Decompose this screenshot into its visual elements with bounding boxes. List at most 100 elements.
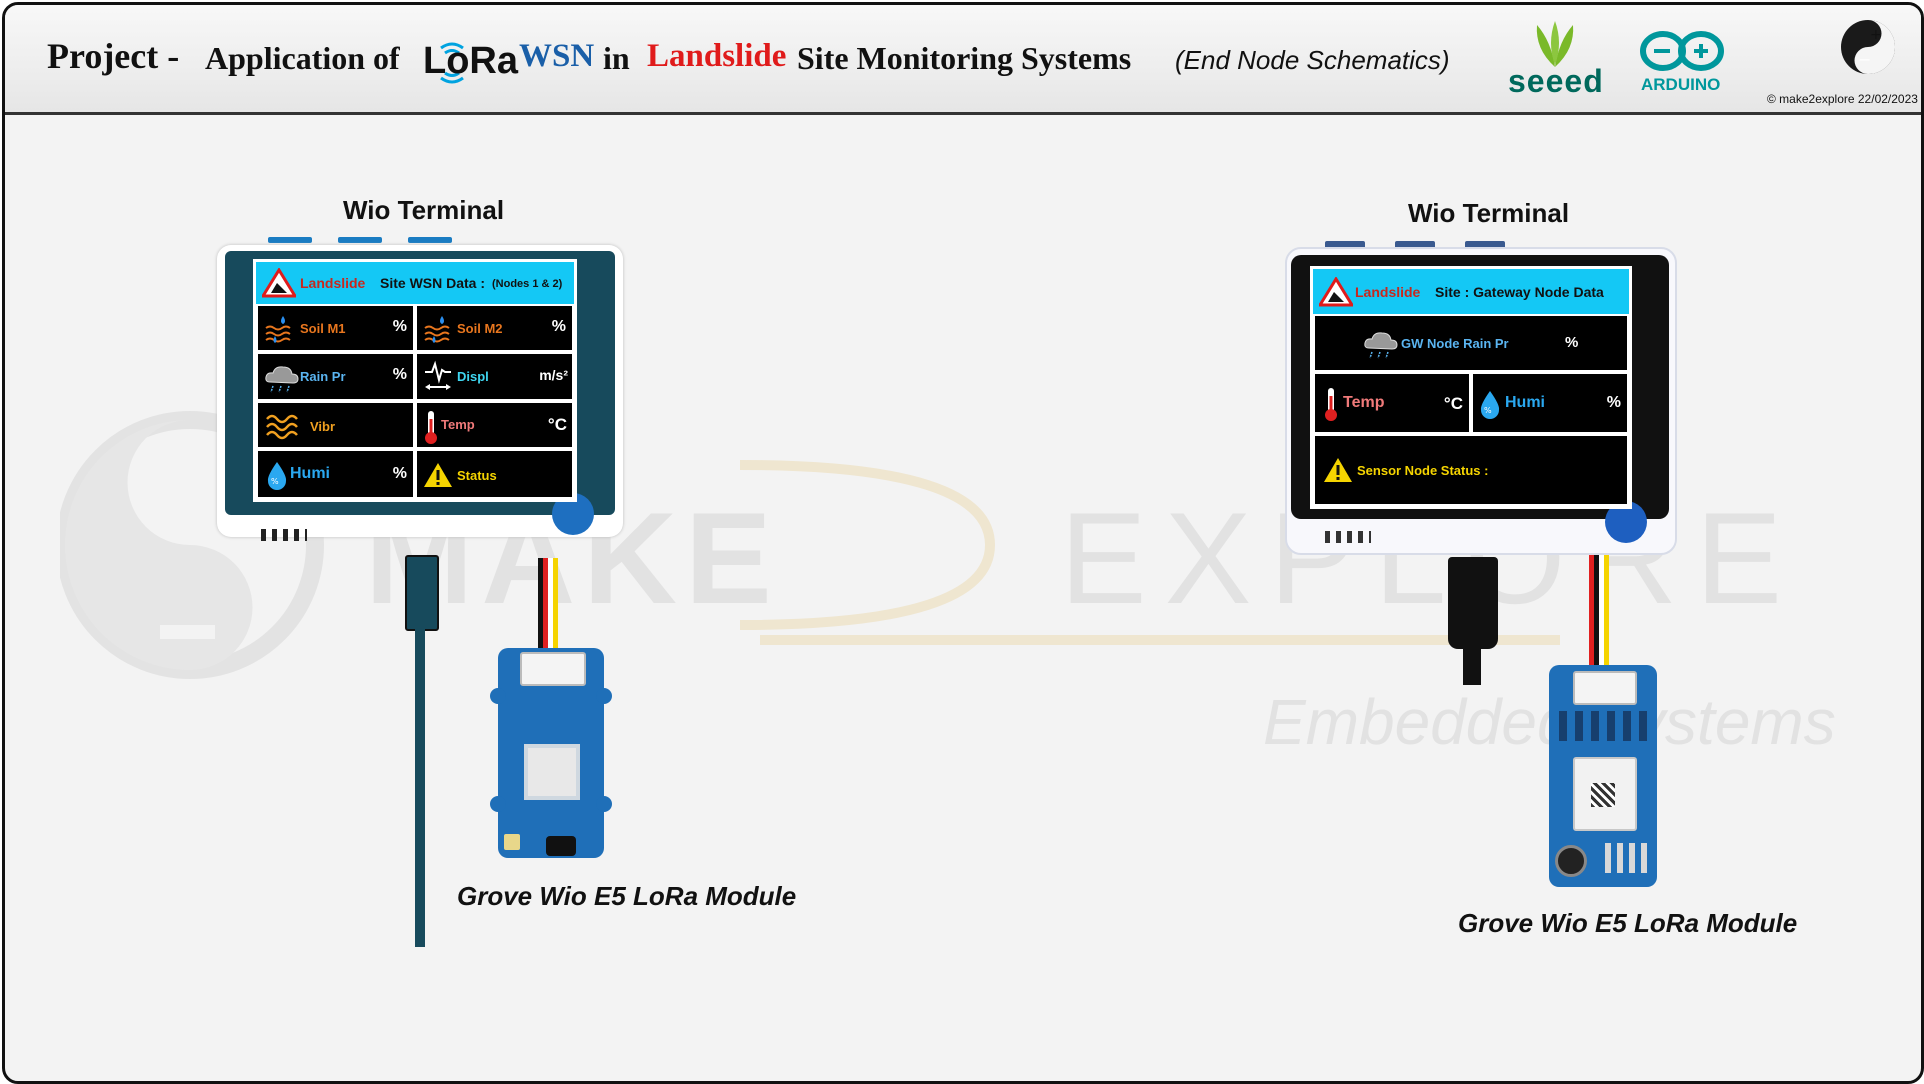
left-label-humi: Humi: [290, 465, 330, 482]
right-unit-temp: °C: [1443, 394, 1463, 413]
left-top-button-2: [338, 237, 382, 243]
left-grove-connector: [520, 652, 586, 686]
vibration-icon: [266, 414, 298, 440]
seeed-leaf-icon: [1536, 21, 1574, 67]
arduino-infinity-icon: [1640, 31, 1724, 71]
make2explore-yinyang-icon: + −: [1841, 20, 1895, 74]
right-label-humi: Humi: [1505, 394, 1545, 411]
humidity-drop-icon: %: [267, 462, 287, 490]
right-top-button-2: [1395, 241, 1435, 249]
right-module-label: Grove Wio E5 LoRa Module: [1458, 908, 1798, 938]
left-grove-antenna: [546, 836, 576, 856]
left-label-soil-m2: Soil M2: [457, 321, 503, 336]
left-unit-temp: °C: [547, 415, 567, 434]
left-grove-mount-hole-3: [490, 796, 506, 812]
right-chip-qr: [1591, 783, 1615, 807]
left-cell-vibr: Vibr: [256, 401, 415, 449]
right-cell-rain-pr: GW Node Rain Pr %: [1313, 314, 1629, 372]
right-vents: [1325, 531, 1371, 543]
right-top-button-3: [1465, 241, 1505, 249]
thermometer-icon: [425, 411, 437, 444]
lora-signal-icon: [440, 42, 464, 84]
right-unit-rain-pr: %: [1565, 334, 1579, 351]
left-label-displ: Displ: [457, 369, 489, 384]
left-module-label: Grove Wio E5 LoRa Module: [457, 881, 797, 911]
left-screen-title-rest: Site WSN Data :: [380, 275, 486, 291]
right-screen-title-rest: Site : Gateway Node Data: [1435, 284, 1604, 300]
soil-moisture-icon: [265, 316, 291, 343]
right-screen-title: Landslide Site : Gateway Node Data: [1313, 269, 1629, 314]
thermometer-icon: [1325, 388, 1337, 421]
left-grove-mount-hole-2: [596, 688, 612, 704]
landslide-warning-icon: [1319, 277, 1353, 307]
right-cell-humi: % Humi %: [1471, 372, 1629, 434]
landslide-warning-icon: [262, 268, 296, 298]
left-cell-temp: Temp °C: [415, 401, 574, 449]
right-unit-humi: %: [1606, 394, 1621, 411]
left-cell-displ: Displ m/s²: [415, 352, 574, 401]
right-grove-pads: [1605, 843, 1649, 873]
left-top-button-3: [408, 237, 452, 243]
title-rest: Site Monitoring Systems: [797, 40, 1132, 76]
left-device-title: Wio Terminal: [343, 195, 505, 225]
title-part1: Application of: [205, 40, 400, 76]
left-grove-cable: [538, 558, 558, 670]
warning-icon: [1324, 458, 1352, 482]
left-label-status: Status: [457, 468, 497, 483]
left-grove-mount-hole-1: [490, 688, 506, 704]
right-top-button-1: [1325, 241, 1365, 249]
seeed-logo: seeed: [1508, 63, 1604, 99]
subtitle: (End Node Schematics): [1175, 45, 1450, 75]
left-cell-soil-m1: Soil M1 %: [256, 304, 415, 352]
header-bar: Project - Application of LoRa WSN in Lan…: [5, 5, 1921, 115]
left-label-temp: Temp: [441, 417, 475, 432]
left-usb-plug: [405, 555, 439, 631]
rain-cloud-icon: [265, 366, 299, 393]
left-grove-pad: [504, 834, 520, 850]
copyright: © make2explore 22/02/2023: [1767, 92, 1918, 106]
left-unit-humi: %: [392, 465, 407, 482]
left-vents: [261, 529, 307, 541]
left-grove-module: [490, 648, 612, 858]
right-cell-temp: Temp °C: [1313, 372, 1471, 434]
svg-text:−: −: [1858, 50, 1871, 69]
right-usb-plug: [1448, 557, 1498, 649]
right-grove-cable: [1589, 555, 1609, 675]
right-device-title: Wio Terminal: [1408, 198, 1570, 228]
left-unit-soil-m2: %: [551, 318, 566, 335]
left-label-rain-pr: Rain Pr: [300, 369, 346, 384]
warning-icon: [424, 463, 452, 487]
left-screen: Landslide Site WSN Data : (Nodes 1 & 2) …: [253, 259, 577, 502]
right-label-rain-pr: GW Node Rain Pr: [1401, 336, 1509, 351]
left-cell-status: Status: [415, 449, 574, 499]
left-label-soil-m1: Soil M1: [300, 321, 346, 336]
left-grove-mount-hole-4: [596, 796, 612, 812]
right-screen: Landslide Site : Gateway Node Data GW No…: [1310, 266, 1632, 509]
right-label-status: Sensor Node Status :: [1357, 463, 1489, 478]
left-unit-soil-m1: %: [392, 318, 407, 335]
svg-text:+: +: [1870, 27, 1882, 43]
right-usb-cable: [1463, 649, 1481, 685]
title-in: in: [603, 40, 630, 76]
right-grove-connector: [1573, 671, 1637, 705]
left-top-button-1: [268, 237, 312, 243]
left-label-vibr: Vibr: [310, 419, 336, 434]
left-cell-soil-m2: Soil M2 %: [415, 304, 574, 352]
watermark-logo: [60, 411, 1560, 679]
left-cell-rain-pr: Rain Pr %: [256, 352, 415, 401]
project-label: Project -: [47, 36, 180, 76]
right-screen-title-red: Landslide: [1355, 284, 1421, 300]
left-unit-displ: m/s²: [539, 367, 568, 383]
right-cell-status: Sensor Node Status :: [1313, 434, 1629, 506]
left-usb-cable: [415, 627, 425, 947]
right-lora-e5-chip: [1573, 757, 1637, 831]
left-screen-title-red: Landslide: [300, 275, 366, 291]
rain-cloud-icon: [1364, 332, 1398, 359]
right-grove-components: [1559, 711, 1647, 741]
right-grove-antenna-connector: [1555, 845, 1587, 877]
humidity-drop-icon: %: [1480, 391, 1500, 419]
left-screen-title: Landslide Site WSN Data : (Nodes 1 & 2): [256, 262, 574, 304]
lora-logo-text: LoRa: [423, 40, 518, 82]
title-wsn: WSN: [519, 38, 595, 74]
